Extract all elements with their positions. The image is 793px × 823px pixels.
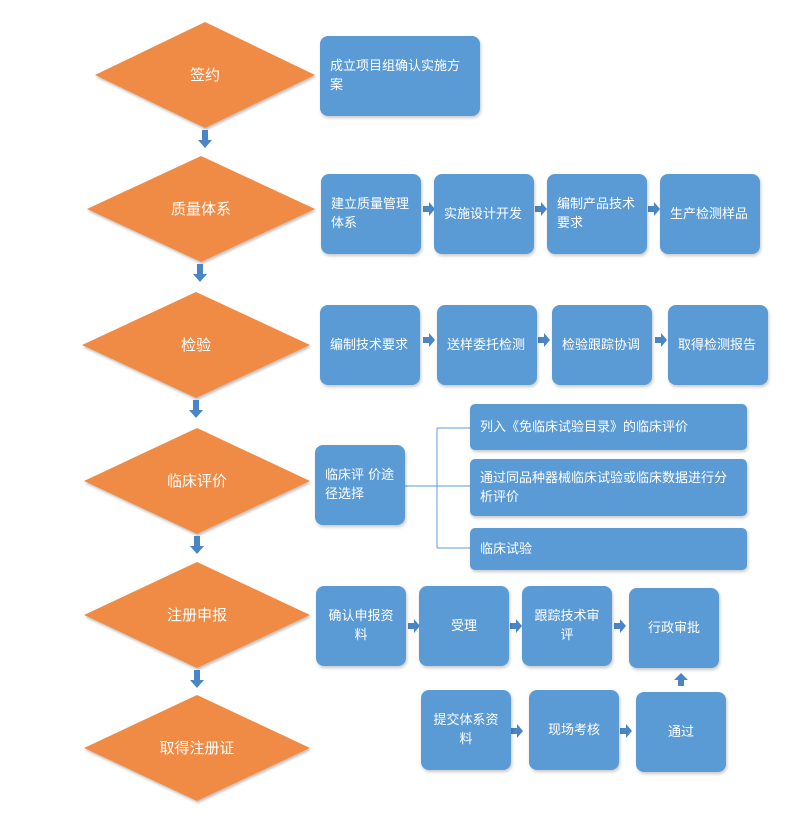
step-label: 受理: [450, 618, 477, 634]
step-box-track-inspection: 检验跟踪协调: [552, 305, 652, 385]
step-label: 建立质量管理体系: [331, 197, 410, 231]
step-label: 提交体系资料: [433, 713, 499, 747]
option-label: 通过同品种器械临床试验或临床数据进行分析评价: [480, 470, 728, 505]
step-box-onsite-inspection: 现场考核: [529, 690, 619, 770]
right-arrow-icon: [655, 333, 667, 347]
step-box-tech-requirements: 编制产品技术要求: [547, 174, 647, 254]
step-box-form-project-team: 成立项目组确认实施方案: [320, 36, 480, 116]
clinical-options-connector: [404, 427, 470, 549]
step-label: 编制技术要求: [330, 337, 409, 353]
option-box-equivalent-device: 通过同品种器械临床试验或临床数据进行分析评价: [470, 459, 747, 516]
step-box-compile-requirements: 编制技术要求: [320, 305, 420, 385]
up-arrow-icon: [674, 673, 688, 686]
step-box-quality-system: 建立质量管理体系: [321, 174, 421, 254]
right-arrow-icon: [423, 202, 435, 216]
step-box-administrative-approval: 行政审批: [629, 588, 719, 668]
step-label: 检验跟踪协调: [562, 337, 641, 353]
step-label: 确认申报资料: [328, 609, 394, 643]
right-arrow-icon: [510, 619, 522, 633]
step-label: 现场考核: [547, 722, 600, 738]
step-arrows: [408, 202, 688, 738]
step-box-acceptance: 受理: [419, 586, 509, 666]
stage-diamond-inspection: 检验: [82, 292, 310, 398]
right-arrow-icon: [648, 202, 660, 216]
down-arrow-icon: [193, 264, 207, 282]
stage-diamond-quality-system: 质量体系: [87, 156, 315, 262]
option-box-exempt-list: 列入《免临床试验目录》的临床评价: [470, 404, 747, 450]
right-arrow-icon: [408, 619, 420, 633]
stage-label-sign: 签约: [190, 66, 220, 84]
right-arrow-icon: [620, 724, 632, 738]
option-box-clinical-trial: 临床试验: [470, 528, 747, 570]
option-label: 临床试验: [480, 541, 533, 557]
step-label: 取得检测报告: [678, 337, 757, 353]
step-box-technical-review: 跟踪技术审评: [522, 586, 612, 666]
step-label: 临床评 价途径选择: [325, 468, 395, 502]
step-label: 送样委托检测: [447, 337, 526, 353]
down-arrow-icon: [190, 536, 204, 554]
step-box-passed: 通过: [636, 692, 726, 772]
down-arrow-icon: [190, 670, 204, 688]
step-box-test-samples: 生产检测样品: [660, 174, 760, 254]
right-arrow-icon: [423, 333, 435, 347]
step-label: 实施设计开发: [444, 206, 523, 222]
stage-label-quality-system: 质量体系: [171, 200, 231, 218]
step-box-get-report: 取得检测报告: [668, 305, 768, 385]
step-box-submit-system-materials: 提交体系资料: [421, 690, 511, 770]
right-arrow-icon: [614, 619, 626, 633]
step-label: 编制产品技术要求: [557, 197, 636, 231]
stage-label-registration: 注册申报: [167, 606, 227, 624]
stage-diamond-registration: 注册申报: [84, 562, 310, 668]
stage-label-inspection: 检验: [181, 336, 211, 354]
step-label: 跟踪技术审评: [534, 609, 600, 643]
stage-label-certificate: 取得注册证: [159, 739, 234, 757]
down-arrow-icon: [198, 130, 212, 148]
step-box-design-development: 实施设计开发: [434, 174, 534, 254]
stage-diamond-clinical-evaluation: 临床评价: [84, 428, 310, 534]
step-box-confirm-materials: 确认申报资料: [316, 586, 406, 666]
option-label: 列入《免临床试验目录》的临床评价: [480, 419, 689, 435]
step-box-submit-samples: 送样委托检测: [437, 305, 537, 385]
step-box-clinical-route: 临床评 价途径选择: [315, 445, 405, 525]
down-arrow-icon: [189, 400, 203, 418]
stage-arrows: [189, 130, 212, 688]
step-label: 通过: [667, 724, 694, 740]
right-arrow-icon: [511, 724, 523, 738]
step-label: 生产检测样品: [670, 206, 749, 222]
right-arrow-icon: [535, 202, 547, 216]
step-label: 行政审批: [647, 620, 700, 636]
step-label: 成立项目组确认实施方案: [330, 59, 461, 93]
right-arrow-icon: [538, 333, 550, 347]
stage-diamond-certificate: 取得注册证: [84, 695, 310, 801]
stage-label-clinical-evaluation: 临床评价: [167, 472, 227, 490]
stage-diamond-sign: 签约: [95, 22, 315, 128]
